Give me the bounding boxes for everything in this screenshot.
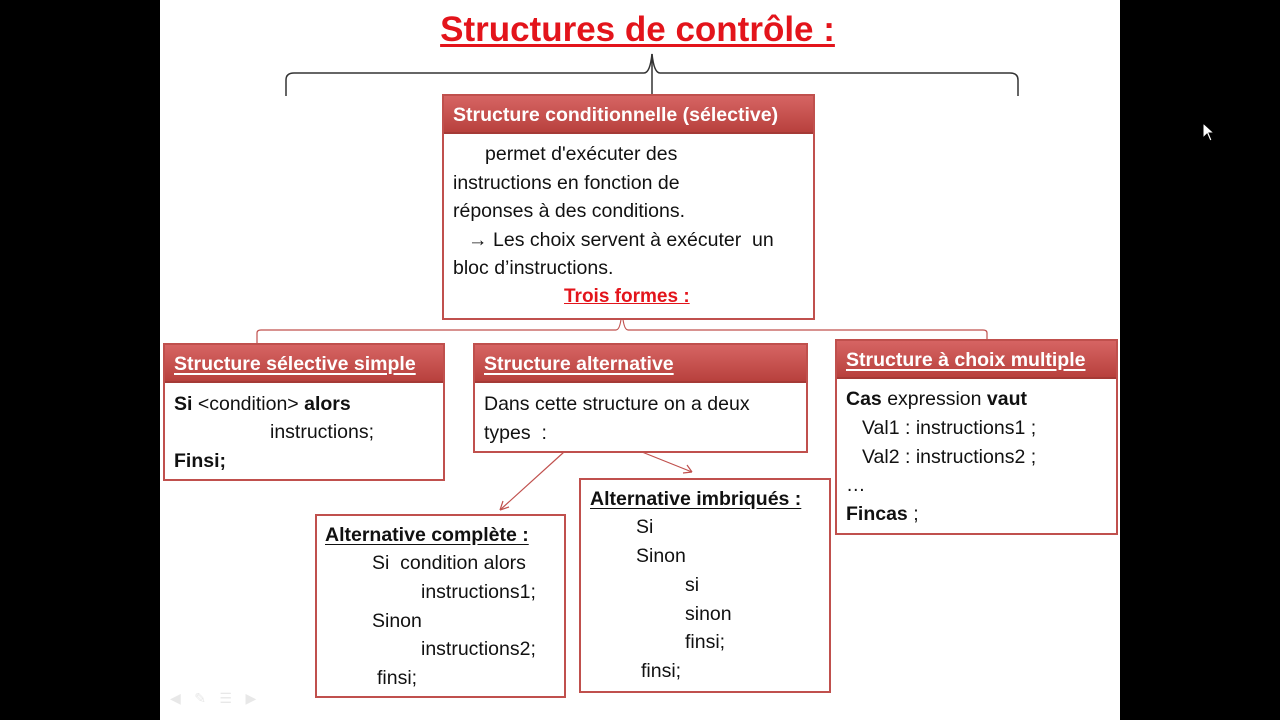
arrow-to-complete-head <box>499 500 510 511</box>
alternative-structure-box: Structure alternative Dans cette structu… <box>473 343 808 453</box>
menu-icon[interactable]: ☰ <box>219 690 232 706</box>
simple-selective-box: Structure sélective simple Si <condition… <box>163 343 445 481</box>
simple-selective-header: Structure sélective simple <box>165 345 443 383</box>
nested-line-4: sinon <box>685 603 732 625</box>
desc-line-2: instructions en fonction de <box>453 172 680 194</box>
slideshow-nav: ◀ ✎ ☰ ▶ <box>170 690 265 708</box>
complete-line-4: instructions2; <box>421 638 536 660</box>
complete-line-2: instructions1; <box>421 581 536 603</box>
complete-alternative-box: Alternative complète : Si condition alor… <box>315 514 566 698</box>
arrow-to-nested <box>641 451 693 473</box>
nested-line-6: finsi; <box>641 660 682 682</box>
mouse-cursor-icon <box>1202 122 1216 142</box>
simple-si-line: Si <condition> alors <box>174 393 351 415</box>
nested-alternative-box: Alternative imbriqués : Si Sinon si sino… <box>579 478 831 693</box>
conditional-structure-box: Structure conditionnelle (sélective) per… <box>442 94 815 320</box>
arrow-to-nested-head <box>682 464 693 474</box>
desc-line-3: réponses à des conditions. <box>453 200 685 222</box>
nested-line-3: si <box>685 574 700 596</box>
arrow-right-icon: → <box>468 229 488 251</box>
multiple-choice-header: Structure à choix multiple <box>837 341 1116 379</box>
val1-line: Val1 : instructions1 ; <box>862 417 1037 439</box>
conditional-structure-header: Structure conditionnelle (sélective) <box>444 96 813 134</box>
nested-alternative-header: Alternative imbriqués : <box>590 488 802 510</box>
desc-line-5: bloc d’instructions. <box>453 257 614 279</box>
desc-line-1: permet d'exécuter des <box>485 143 678 165</box>
nested-line-5: finsi; <box>685 631 726 653</box>
fincas-line: Fincas ; <box>846 503 919 525</box>
alternative-structure-header: Structure alternative <box>475 345 806 383</box>
complete-alternative-header: Alternative complète : <box>325 524 529 546</box>
previous-slide-icon[interactable]: ◀ <box>170 690 181 706</box>
ellipsis-line: … <box>846 474 866 496</box>
val2-line: Val2 : instructions2 ; <box>862 446 1037 468</box>
three-forms-label: Trois formes : <box>564 286 690 307</box>
nested-line-2: Sinon <box>636 545 686 567</box>
alternative-desc-line-1: Dans cette structure on a deux <box>484 393 750 415</box>
arrow-to-complete <box>499 451 565 511</box>
page-title: Structures de contrôle : <box>440 10 835 49</box>
complete-line-1: Si condition alors <box>372 552 526 574</box>
alternative-desc-line-2: types : <box>484 422 547 444</box>
simple-instructions: instructions; <box>270 421 375 443</box>
next-slide-icon[interactable]: ▶ <box>245 690 257 706</box>
slide: Structures de contrôle : Structure condi… <box>160 0 1120 720</box>
simple-finsi: Finsi; <box>174 450 226 472</box>
complete-line-3: Sinon <box>372 610 422 632</box>
pen-icon[interactable]: ✎ <box>194 690 206 706</box>
cas-line: Cas expression vaut <box>846 388 1028 410</box>
multiple-choice-box: Structure à choix multiple Cas expressio… <box>835 339 1118 535</box>
desc-line-4: Les choix servent à exécuter un <box>493 229 774 251</box>
nested-line-1: Si <box>636 516 654 538</box>
complete-line-5: finsi; <box>377 667 418 689</box>
